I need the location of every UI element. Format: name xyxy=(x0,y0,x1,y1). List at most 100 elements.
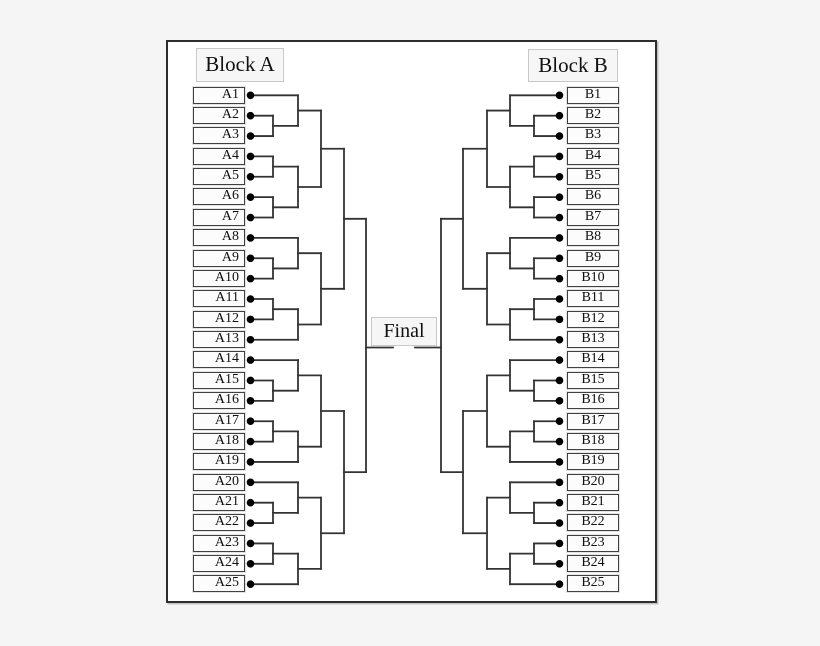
connector-dot xyxy=(246,580,255,588)
connector-dot xyxy=(246,539,255,548)
block-a-header: Block A xyxy=(196,48,284,82)
entry-box-a1: A1 xyxy=(193,86,245,104)
entry-box-a15: A15 xyxy=(193,371,245,389)
connector-dot xyxy=(246,91,255,100)
entry-box-a8: A8 xyxy=(193,229,245,247)
entry-box-b11: B11 xyxy=(567,290,619,308)
connector-dot xyxy=(246,356,255,364)
entry-box-b22: B22 xyxy=(567,514,619,532)
connector-dot xyxy=(246,193,255,201)
entry-box-b5: B5 xyxy=(567,168,619,186)
entry-box-b18: B18 xyxy=(567,432,619,450)
entry-box-a10: A10 xyxy=(193,269,245,287)
entry-box-a4: A4 xyxy=(193,147,245,165)
connector-dot xyxy=(555,437,564,446)
entry-box-a2: A2 xyxy=(193,106,245,124)
entry-box-a3: A3 xyxy=(193,127,245,145)
entry-box-a21: A21 xyxy=(193,494,245,511)
entry-box-b4: B4 xyxy=(567,147,619,165)
entry-box-b10: B10 xyxy=(567,269,619,287)
entry-box-a19: A19 xyxy=(193,453,245,471)
connector-dot xyxy=(246,152,255,161)
entry-box-b12: B12 xyxy=(567,310,619,328)
entry-box-a13: A13 xyxy=(193,331,245,349)
connector-dot xyxy=(555,274,564,283)
entry-box-a25: A25 xyxy=(193,575,245,593)
connector-dot xyxy=(555,458,564,466)
entry-box-b1: B1 xyxy=(567,86,619,104)
entry-box-b6: B6 xyxy=(567,188,619,206)
entry-box-a24: A24 xyxy=(193,555,245,573)
entry-box-b15: B15 xyxy=(567,371,619,389)
connector-dot xyxy=(555,478,564,487)
connector-dot xyxy=(246,111,255,120)
entry-box-a11: A11 xyxy=(193,290,245,308)
entry-box-b14: B14 xyxy=(567,351,619,369)
entry-box-b24: B24 xyxy=(567,555,619,573)
connector-dot xyxy=(246,254,255,263)
entry-box-b8: B8 xyxy=(567,229,619,247)
connector-dot xyxy=(555,295,564,303)
entry-box-a14: A14 xyxy=(193,351,245,369)
connector-dot xyxy=(555,254,564,263)
entry-box-b23: B23 xyxy=(567,534,619,552)
connector-dot xyxy=(555,498,564,507)
entry-box-b21: B21 xyxy=(567,494,619,511)
connector-dot xyxy=(555,132,564,140)
block-b-header: Block B xyxy=(528,49,618,82)
connector-dot xyxy=(246,315,255,324)
connector-dot xyxy=(246,234,255,242)
connector-dot xyxy=(246,274,255,283)
entry-box-b25: B25 xyxy=(567,575,619,593)
connector-dot xyxy=(246,437,255,446)
connector-dot xyxy=(555,356,564,364)
connector-dot xyxy=(246,560,255,568)
entry-box-a7: A7 xyxy=(193,208,245,226)
connector-dot xyxy=(555,376,564,385)
final-label: Final xyxy=(371,317,437,346)
connector-dot xyxy=(246,335,255,344)
connector-dot xyxy=(555,580,564,588)
connector-dot xyxy=(246,397,255,405)
entry-box-a23: A23 xyxy=(193,534,245,552)
connector-dot xyxy=(246,498,255,507)
entry-box-a20: A20 xyxy=(193,473,245,491)
connector-dot xyxy=(246,376,255,385)
entry-box-b7: B7 xyxy=(567,208,619,226)
connector-dot xyxy=(246,213,255,222)
connector-dot xyxy=(246,519,255,527)
connector-dot xyxy=(555,539,564,548)
entry-box-b13: B13 xyxy=(567,331,619,349)
entry-box-b2: B2 xyxy=(567,106,619,124)
connector-dot xyxy=(555,213,564,222)
entry-box-b17: B17 xyxy=(567,412,619,430)
connector-dot xyxy=(246,458,255,466)
entry-box-a18: A18 xyxy=(193,432,245,450)
entry-box-a9: A9 xyxy=(193,249,245,267)
connector-dot xyxy=(246,172,255,181)
connector-dot xyxy=(246,478,255,487)
entry-box-b16: B16 xyxy=(567,392,619,410)
entry-box-a5: A5 xyxy=(193,168,245,186)
connector-dot xyxy=(246,132,255,140)
connector-dot xyxy=(555,111,564,120)
connector-dot xyxy=(555,560,564,568)
connector-dot xyxy=(246,295,255,303)
connector-dot xyxy=(246,417,255,426)
connector-dot xyxy=(555,335,564,344)
connector-dot xyxy=(555,193,564,201)
connector-dot xyxy=(555,519,564,527)
entry-box-a17: A17 xyxy=(193,412,245,430)
entry-box-a16: A16 xyxy=(193,392,245,410)
connector-dot xyxy=(555,315,564,324)
entry-box-b3: B3 xyxy=(567,127,619,145)
entry-box-a12: A12 xyxy=(193,310,245,328)
connector-dot xyxy=(555,234,564,242)
connector-dot xyxy=(555,417,564,426)
connector-dot xyxy=(555,152,564,161)
connector-dot xyxy=(555,172,564,181)
entry-box-a6: A6 xyxy=(193,188,245,206)
entry-box-b9: B9 xyxy=(567,249,619,267)
